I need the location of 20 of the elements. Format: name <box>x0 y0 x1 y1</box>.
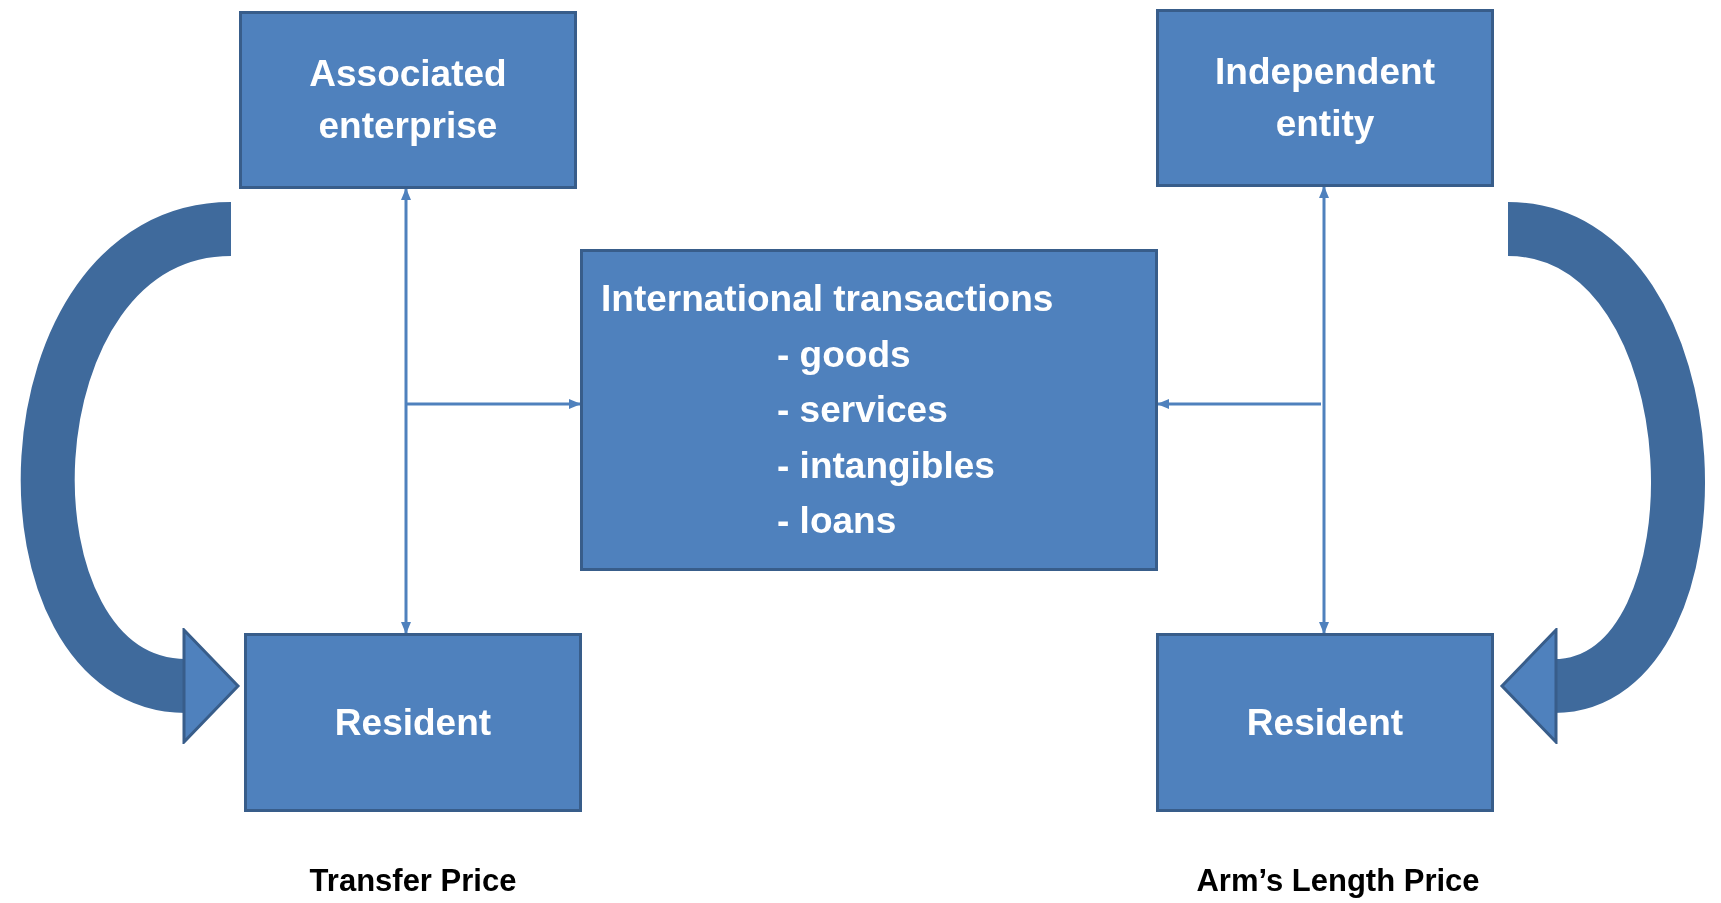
box-label: Resident <box>1245 700 1405 745</box>
box-label: Resident <box>333 700 493 745</box>
process-box <box>1156 9 1494 187</box>
arrow <box>401 188 411 634</box>
list-item: - intangibles <box>777 443 995 488</box>
caption-label: Transfer Price <box>309 863 517 899</box>
box-label: Associated enterprise <box>308 52 508 148</box>
list-item: - goods <box>777 332 911 377</box>
box-label: Independent entity <box>1214 50 1436 146</box>
list-item: - loans <box>777 499 897 544</box>
process-box <box>244 633 582 812</box>
arrow <box>406 399 581 409</box>
caption-label: Arm’s Length Price <box>1196 863 1480 899</box>
arrow <box>1157 399 1321 409</box>
process-box <box>239 11 577 189</box>
process-box <box>1156 633 1494 812</box>
list-item: - services <box>777 388 948 433</box>
arrow <box>1319 186 1329 634</box>
box-label: International transactions <box>601 277 1054 322</box>
process-box <box>580 249 1158 571</box>
